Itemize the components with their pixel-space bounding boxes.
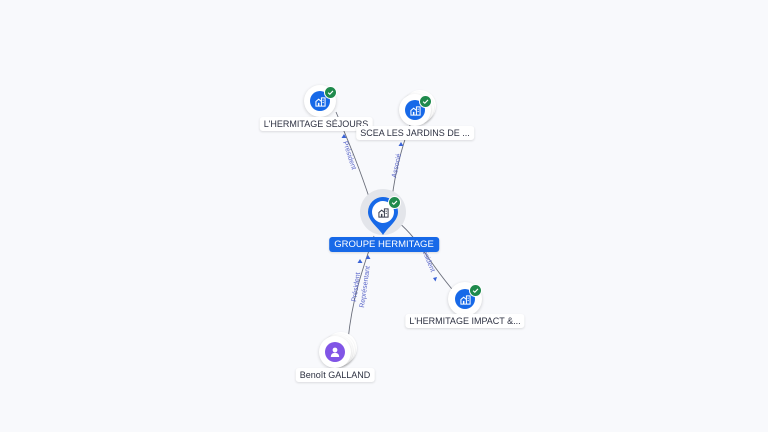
edge-arrow-icon	[357, 259, 363, 263]
edge-arrow-icon	[398, 142, 404, 146]
verified-check-icon	[388, 196, 401, 209]
node-label-groupe-hermitage[interactable]: GROUPE HERMITAGE	[329, 237, 439, 252]
verified-check-icon	[469, 284, 482, 297]
edge-label-groupe-sejours: Président	[341, 140, 357, 170]
node-label-benoit-galland[interactable]: Benoît GALLAND	[295, 368, 375, 382]
edge-arrow-icon	[433, 277, 437, 282]
node-label-scea[interactable]: SCEA LES JARDINS DE ...	[356, 126, 474, 140]
edge-groupe-impact	[397, 221, 459, 297]
edge-label-galland-groupe-representant: Représentant	[359, 266, 372, 309]
verified-check-icon	[324, 86, 337, 99]
node-label-sejours[interactable]: L'HERMITAGE SÉJOURS	[259, 117, 373, 131]
edge-label-groupe-scea: Associé	[391, 153, 403, 179]
edge-arrow-icon	[365, 255, 371, 259]
verified-check-icon	[419, 95, 432, 108]
node-label-impact[interactable]: L'HERMITAGE IMPACT &...	[405, 314, 525, 328]
edge-arrow-icon	[341, 134, 347, 138]
edge-label-galland-groupe-president: Président	[351, 272, 362, 302]
building-icon	[375, 204, 391, 220]
person-icon	[325, 342, 345, 362]
